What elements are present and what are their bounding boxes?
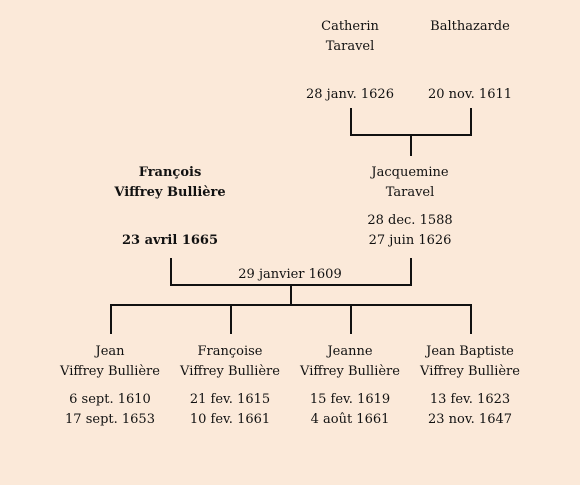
connector-jean-baptiste [470, 304, 472, 334]
person-birth: 28 dec. 1588 [367, 213, 453, 228]
person-balthazarde: Balthazarde 20 nov. 1611 [420, 17, 520, 105]
connector-children-bar [110, 304, 472, 306]
marriage-date: 29 janvier 1609 [238, 267, 342, 282]
connector-jacquemine [410, 258, 412, 286]
person-name: Jeanne [327, 344, 373, 359]
person-death: 23 nov. 1647 [427, 412, 513, 427]
person-name: Jean [95, 344, 125, 359]
person-name: Jean Baptiste [426, 344, 514, 359]
person-name: Jacquemine [371, 165, 449, 180]
person-death: 10 fev. 1661 [189, 412, 271, 427]
person-birth: 21 fev. 1615 [189, 392, 271, 407]
person-date: 20 nov. 1611 [427, 87, 513, 102]
person-jean-viffrey-bulliere: Jean Viffrey Bullière 6 sept. 1610 17 se… [50, 342, 170, 430]
person-francoise-viffrey-bulliere: Françoise Viffrey Bullière 21 fev. 1615 … [170, 342, 290, 430]
person-surname: Viffrey Bullière [60, 364, 160, 379]
person-surname: Viffrey Bullière [420, 364, 520, 379]
person-name: Catherin [321, 19, 379, 34]
person-jean-baptiste-viffrey-bulliere: Jean Baptiste Viffrey Bullière 13 fev. 1… [410, 342, 530, 430]
person-name: Balthazarde [430, 19, 510, 34]
person-name: Françoise [197, 344, 263, 359]
person-surname: Viffrey Bullière [180, 364, 280, 379]
person-birth: 15 fev. 1619 [309, 392, 391, 407]
person-surname: Viffrey Bullière [300, 364, 400, 379]
person-birth: 13 fev. 1623 [429, 392, 511, 407]
person-death: 17 sept. 1653 [65, 412, 155, 427]
person-date: 28 janv. 1626 [306, 87, 394, 102]
connector-jean [110, 304, 112, 334]
person-date: 23 avril 1665 [121, 233, 219, 248]
connector-balthazarde [470, 108, 472, 136]
person-surname: Viffrey Bullière [114, 185, 226, 200]
person-death: 4 août 1661 [310, 412, 390, 427]
person-jacquemine-taravel: Jacquemine Taravel 28 dec. 1588 27 juin … [350, 163, 470, 251]
connector-francoise [230, 304, 232, 334]
connector-to-jacquemine [410, 134, 412, 156]
person-surname: Taravel [325, 39, 375, 54]
person-francois-viffrey-bulliere: François Viffrey Bullière 23 avril 1665 [100, 163, 240, 251]
person-catherin-taravel: Catherin Taravel 28 janv. 1626 [300, 17, 400, 105]
connector-jeanne [350, 304, 352, 334]
person-jeanne-viffrey-bulliere: Jeanne Viffrey Bullière 15 fev. 1619 4 a… [290, 342, 410, 430]
person-surname: Taravel [385, 185, 435, 200]
connector-to-children [290, 284, 292, 306]
connector-catherin [350, 108, 352, 136]
person-birth: 6 sept. 1610 [69, 392, 151, 407]
person-name: François [138, 165, 202, 180]
person-death: 27 juin 1626 [368, 233, 452, 248]
connector-francois [170, 258, 172, 286]
